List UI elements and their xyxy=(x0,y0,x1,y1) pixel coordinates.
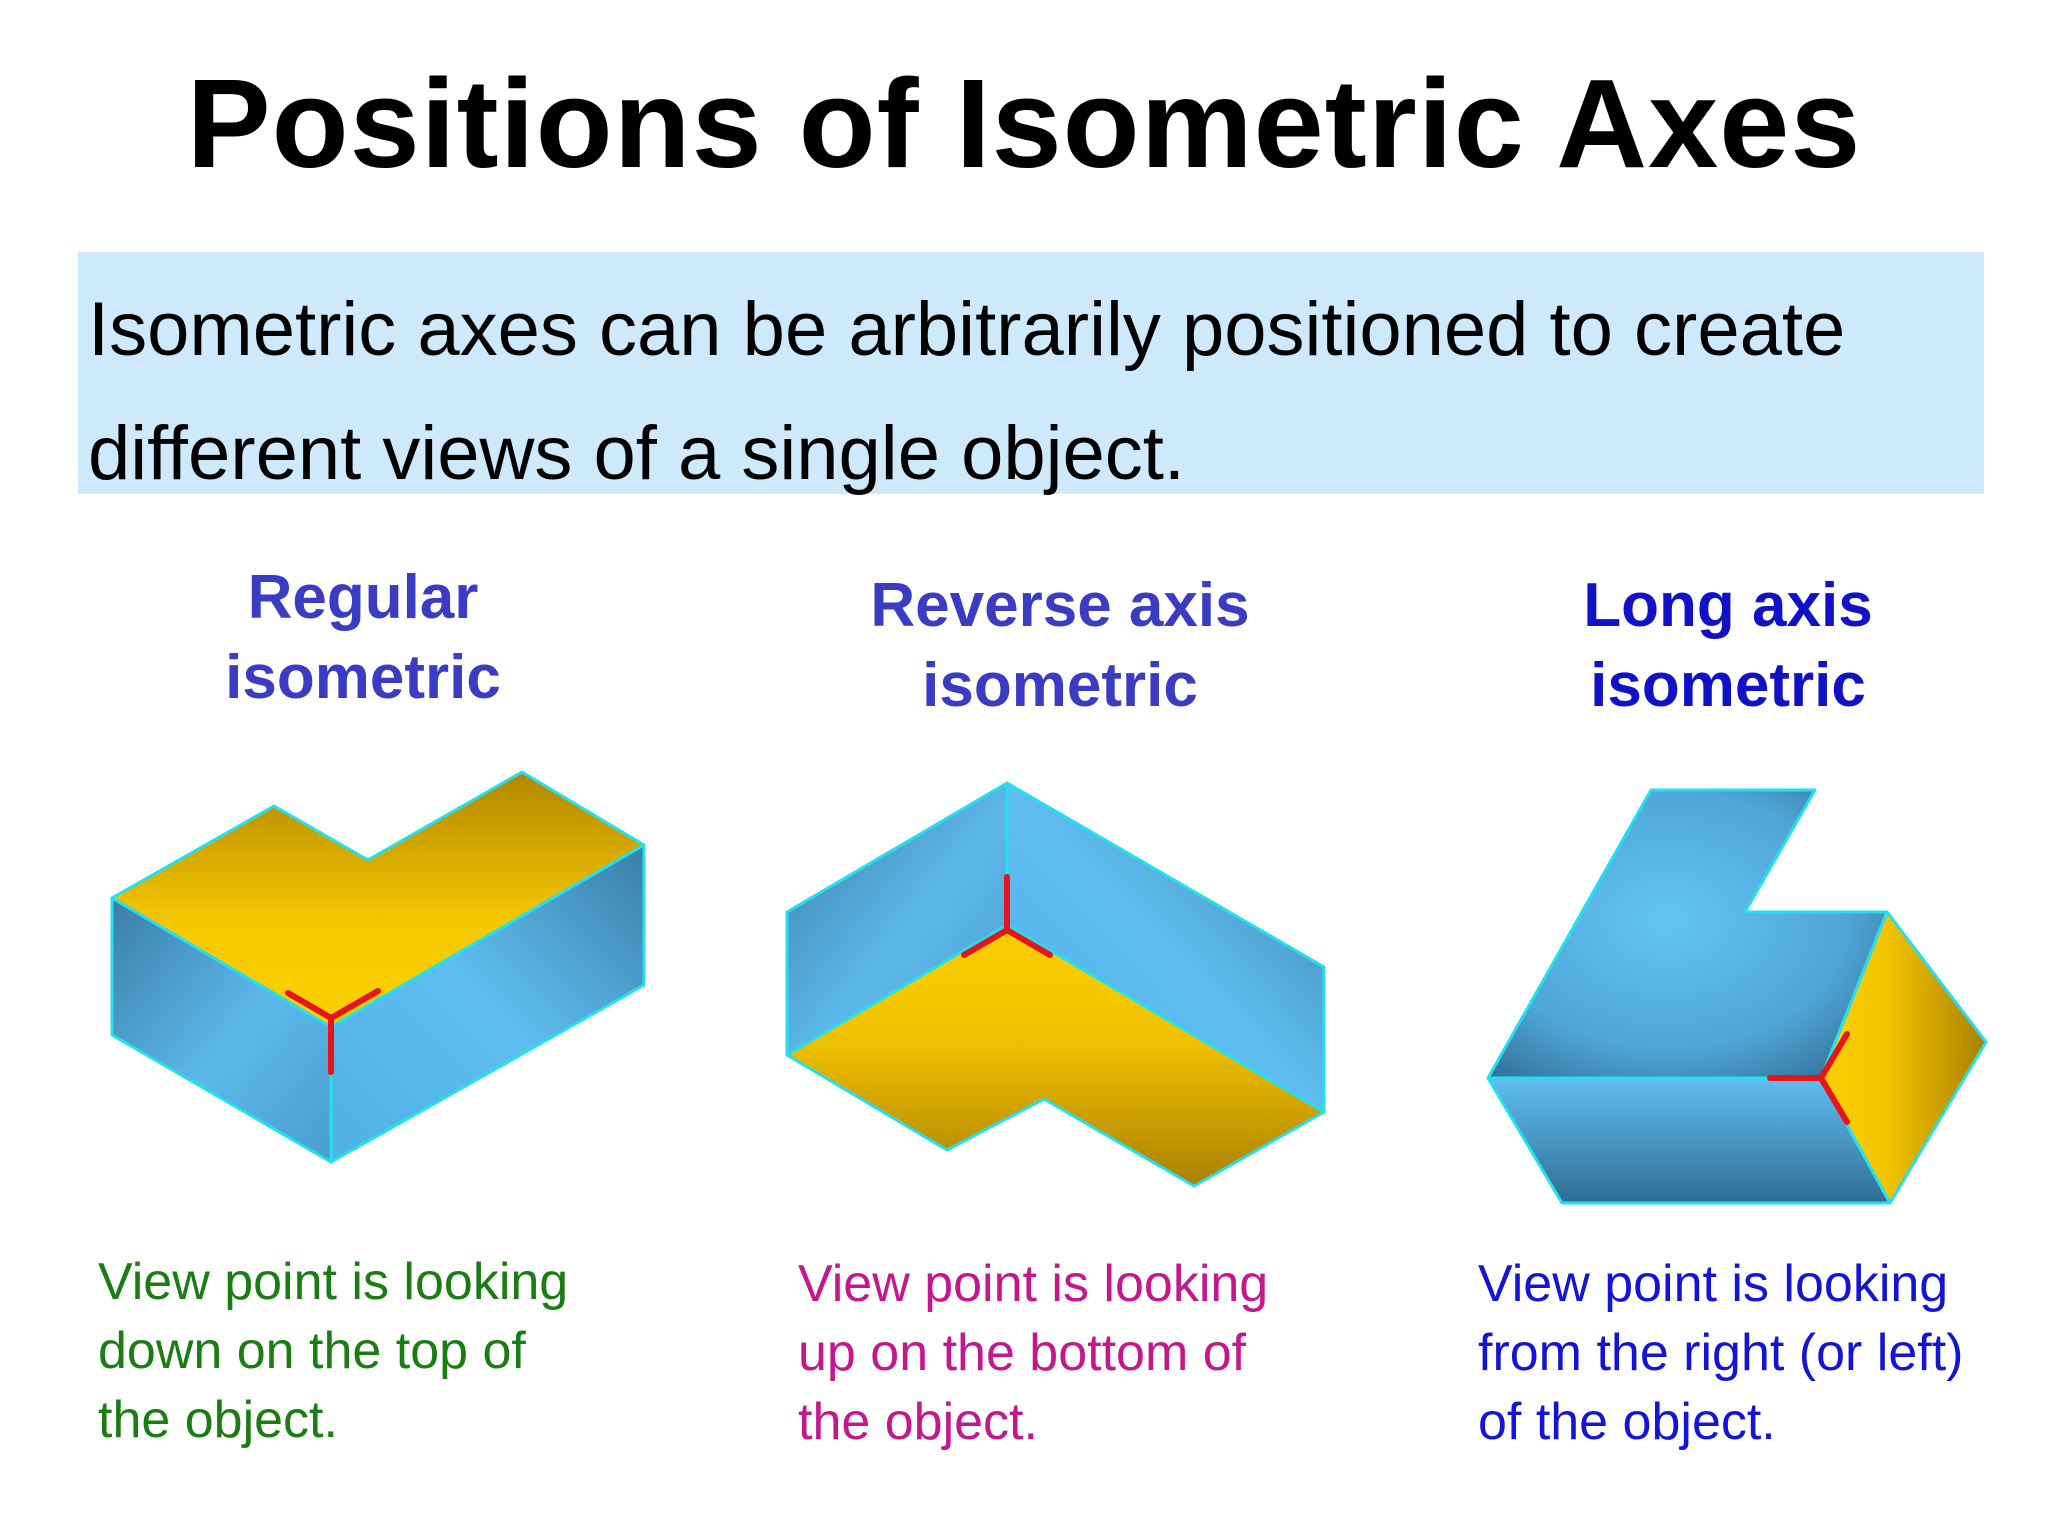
caption-regular: View point is looking down on the top of… xyxy=(98,1248,658,1455)
right-face xyxy=(329,843,646,1164)
heading-reverse-axis-isometric: Reverse axis isometric xyxy=(780,566,1340,726)
large-side-face xyxy=(1486,788,1889,1080)
long-axes-marker xyxy=(1767,1031,1850,1125)
caption-line: from the right (or left) xyxy=(1478,1324,1964,1382)
heading-long-axis-isometric: Long axis isometric xyxy=(1448,566,2008,726)
heading-line: Regular xyxy=(247,563,479,632)
heading-line: Reverse axis xyxy=(870,571,1250,640)
long-axis-isometric-object xyxy=(1486,788,1988,1205)
heading-line: isometric xyxy=(1590,651,1866,720)
caption-line: the object. xyxy=(798,1393,1038,1451)
intro-line-2: different views of a single object. xyxy=(88,411,1185,496)
reverse-axis-isometric-object xyxy=(785,781,1326,1188)
end-face xyxy=(1819,910,1988,1205)
intro-text: Isometric axes can be arbitrarily positi… xyxy=(78,252,1984,516)
caption-line: View point is looking xyxy=(1478,1255,1949,1313)
caption-line: of the object. xyxy=(1478,1393,1776,1451)
intro-box: Isometric axes can be arbitrarily positi… xyxy=(78,252,1984,496)
axis-line xyxy=(328,988,381,1021)
caption-line: up on the bottom of xyxy=(798,1324,1247,1382)
page-title: Positions of Isometric Axes xyxy=(186,53,1862,194)
caption-line: View point is looking xyxy=(798,1255,1269,1313)
heading-line: Long axis xyxy=(1583,571,1873,640)
caption-line: down on the top of xyxy=(98,1322,526,1380)
heading-line: isometric xyxy=(922,651,1198,720)
axis-line xyxy=(1004,927,1053,958)
reverse-axes-marker xyxy=(961,874,1053,958)
axis-line xyxy=(285,990,334,1021)
axis-line xyxy=(1818,1075,1850,1125)
heading-line: isometric xyxy=(225,643,501,712)
intro-line-1: Isometric axes can be arbitrarily positi… xyxy=(88,287,1846,372)
axis-line xyxy=(1818,1031,1850,1081)
axis-line xyxy=(961,927,1010,958)
regular-isometric-object xyxy=(110,770,646,1164)
caption-long-axis: View point is looking from the right (or… xyxy=(1478,1250,2038,1457)
caption-line: the object. xyxy=(98,1391,338,1449)
regular-axes-marker xyxy=(285,988,381,1075)
caption-line: View point is looking xyxy=(98,1253,569,1311)
heading-regular-isometric: Regular isometric xyxy=(83,558,643,718)
caption-reverse-axis: View point is looking up on the bottom o… xyxy=(798,1250,1358,1457)
